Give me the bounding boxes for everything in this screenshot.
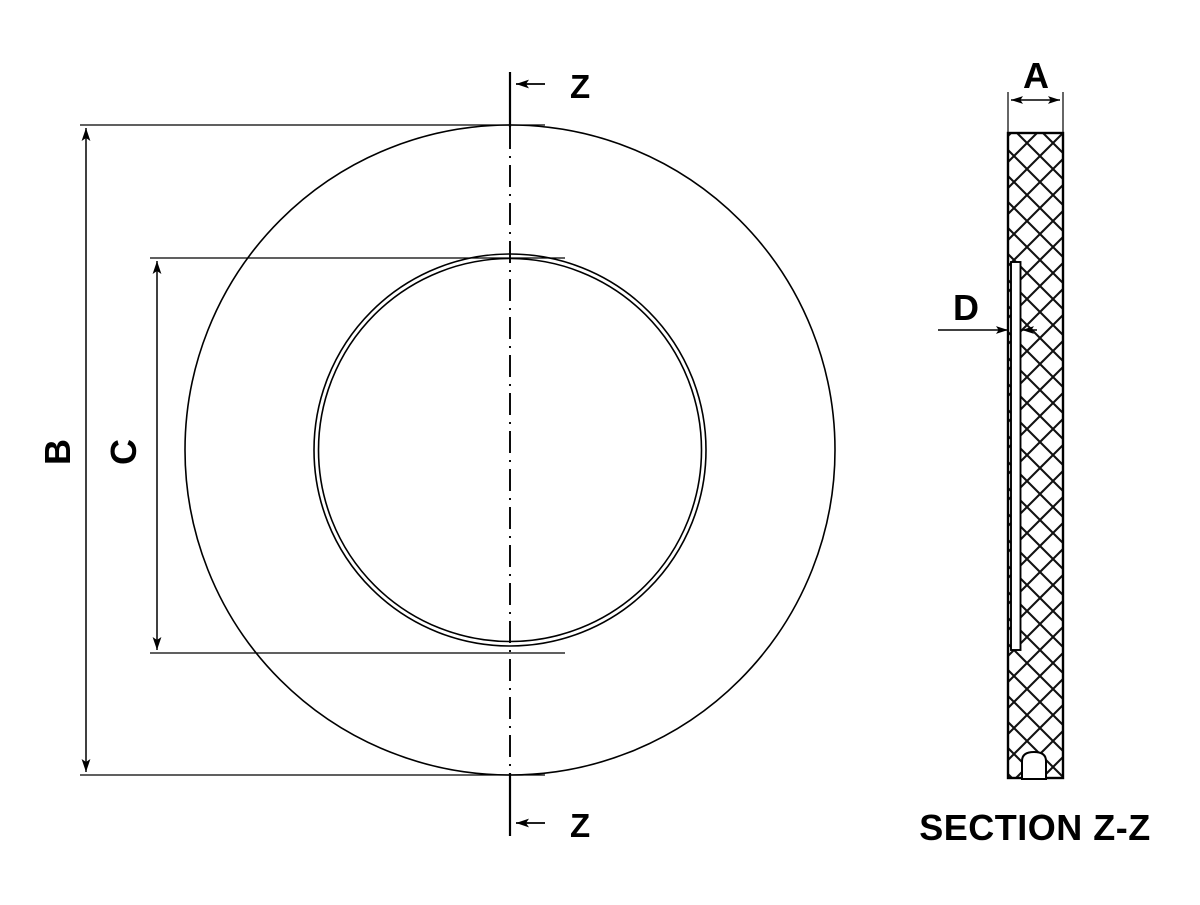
dimension-b-outer-diameter: B: [37, 124, 545, 776]
bottom-notch: [1021, 750, 1047, 780]
dimension-c-label: C: [103, 439, 144, 465]
section-caption: SECTION Z-Z: [919, 807, 1150, 848]
dimension-a-label: A: [1023, 55, 1049, 96]
dimension-d-slot-width: D: [938, 287, 1037, 334]
section-view-z-z: A D SECTION Z-Z: [919, 55, 1150, 848]
section-label-z-top: Z: [570, 68, 590, 105]
dimension-b-label: B: [37, 439, 78, 465]
dimension-d-label: D: [953, 287, 979, 328]
internal-slot: [1010, 261, 1022, 651]
front-elevation-view: Z Z B C: [37, 68, 836, 844]
dimension-c-inner-diameter: C: [103, 257, 565, 654]
section-label-z-bottom: Z: [570, 807, 590, 844]
dimension-a-thickness: A: [1007, 55, 1064, 134]
